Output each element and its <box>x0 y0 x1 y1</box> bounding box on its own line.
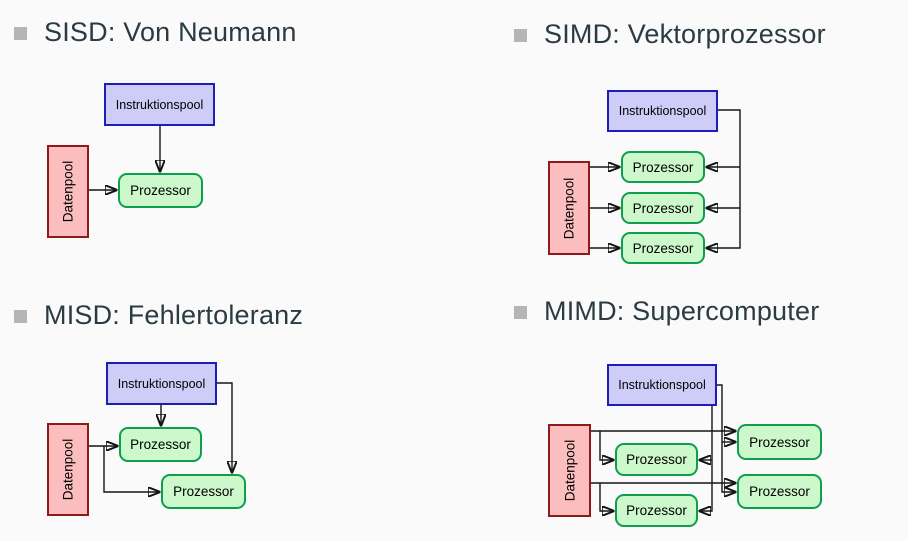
section-title-sisd: SISD: Von Neumann <box>44 17 297 47</box>
prozessor-label: Prozessor <box>749 484 810 499</box>
prozessor-label: Prozessor <box>632 240 694 256</box>
section-header-misd: MISD: Fehlertoleranz <box>14 299 303 331</box>
datenpool-box: Datenpool <box>47 145 89 238</box>
section-title-misd: MISD: Fehlertoleranz <box>44 300 304 330</box>
prozessor-label: Prozessor <box>130 437 191 452</box>
prozessor-label: Prozessor <box>130 183 191 198</box>
section-header-sisd: SISD: Von Neumann <box>14 16 297 48</box>
square-bullet-icon <box>514 306 527 319</box>
datenpool-label: Datenpool <box>562 439 577 502</box>
prozessor-box-left-1: Prozessor <box>615 443 698 476</box>
prozessor-label: Prozessor <box>632 159 694 175</box>
square-bullet-icon <box>14 27 27 40</box>
prozessor-box-3: Prozessor <box>621 232 705 264</box>
instruktionspool-label: Instruktionspool <box>618 378 706 392</box>
prozessor-box-2: Prozessor <box>161 474 246 509</box>
section-title-mimd: MIMD: Supercomputer <box>544 296 820 326</box>
section-header-mimd: MIMD: Supercomputer <box>514 295 819 327</box>
section-header-simd: SIMD: Vektorprozessor <box>514 18 826 50</box>
section-title-simd: SIMD: Vektorprozessor <box>544 19 826 49</box>
datenpool-label: Datenpool <box>60 160 76 223</box>
prozessor-box-1: Prozessor <box>119 427 202 462</box>
datenpool-box: Datenpool <box>47 423 89 516</box>
instruktionspool-label: Instruktionspool <box>115 97 204 112</box>
prozessor-box-right-2: Prozessor <box>737 474 822 509</box>
datenpool-box: Datenpool <box>548 424 591 517</box>
prozessor-box-right-1: Prozessor <box>737 424 822 460</box>
instruktionspool-label: Instruktionspool <box>117 376 206 391</box>
instruktionspool-box: Instruktionspool <box>607 90 718 132</box>
square-bullet-icon <box>14 310 27 323</box>
prozessor-box-left-2: Prozessor <box>615 494 698 527</box>
square-bullet-icon <box>514 29 527 42</box>
datenpool-label: Datenpool <box>561 177 577 239</box>
instruktionspool-label: Instruktionspool <box>618 104 707 118</box>
prozessor-label: Prozessor <box>626 503 687 518</box>
instruktionspool-box: Instruktionspool <box>607 364 717 406</box>
quadrant-mimd: MIMD: Supercomputer Instruktionspool Dat… <box>454 270 908 541</box>
datenpool-box: Datenpool <box>548 161 590 255</box>
prozessor-box: Prozessor <box>118 173 203 208</box>
quadrant-misd: MISD: Fehlertoleranz Instruktionspool Da… <box>0 270 454 541</box>
datenpool-label: Datenpool <box>60 438 76 501</box>
prozessor-label: Prozessor <box>749 434 810 450</box>
prozessor-box-2: Prozessor <box>621 192 705 224</box>
prozessor-box-1: Prozessor <box>621 151 705 183</box>
instruktionspool-box: Instruktionspool <box>106 362 217 405</box>
instruktionspool-box: Instruktionspool <box>104 83 215 126</box>
prozessor-label: Prozessor <box>632 200 694 216</box>
quadrant-simd: SIMD: Vektorprozessor Instruktionspool D… <box>454 0 908 270</box>
prozessor-label: Prozessor <box>626 452 687 467</box>
quadrant-sisd: SISD: Von Neumann Instruktionspool Daten… <box>0 0 454 270</box>
prozessor-label: Prozessor <box>173 484 234 499</box>
